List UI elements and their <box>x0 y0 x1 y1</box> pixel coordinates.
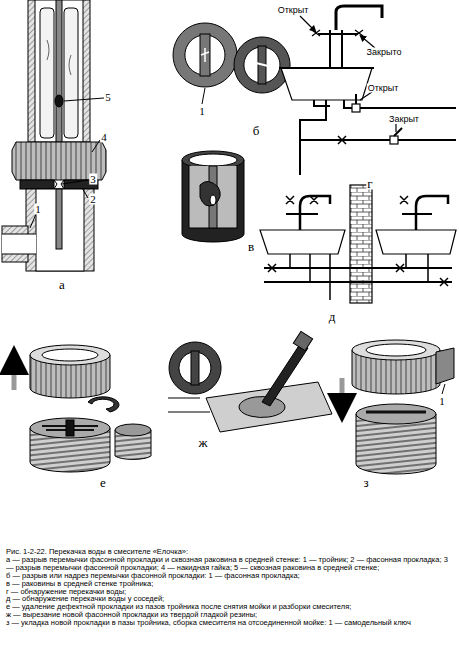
caption-item: в — раковины в средней стенке тройника; <box>6 580 452 588</box>
caption-item: ж — вырезание новой фасонной прокладки и… <box>6 611 452 619</box>
panel-letter: ж <box>198 436 209 449</box>
panel-letter: е <box>99 476 107 489</box>
panel-letter: б <box>252 124 261 137</box>
valve-state: Открыт <box>367 84 400 93</box>
tee-section <box>2 0 106 271</box>
caption-item: д — обнаружение перекачки воды у соседей… <box>6 595 452 603</box>
caption-item: а — разрыв перемычки фасонной прокладки … <box>6 556 452 572</box>
valve-state: Закрыт <box>388 115 420 124</box>
panel-letter: г <box>366 177 373 190</box>
caption-item: г — обнаружение перекачки воды; <box>6 588 452 596</box>
caption-item: з — укладка новой прокладки в пазы тройн… <box>6 619 452 627</box>
panel-letter: в <box>247 240 255 253</box>
gasket-removal <box>14 345 151 472</box>
neighbours-check <box>260 185 456 303</box>
panel-letter: а <box>58 278 66 291</box>
tee-cutaway <box>182 151 244 242</box>
assembly <box>342 340 454 474</box>
callout-number: 1 <box>438 396 446 407</box>
panel-letter: з <box>362 476 369 489</box>
callout-number: 4 <box>100 132 108 143</box>
callout-number: 2 <box>89 194 97 205</box>
panel-letter: д <box>328 310 337 323</box>
callout-number: 5 <box>104 92 112 103</box>
caption-block: Рис. 1-2-22. Перекачка воды в смесителе … <box>6 548 452 627</box>
callout-number: 1 <box>198 106 206 117</box>
shaped-gaskets <box>173 23 290 104</box>
valve-state: Закрыто <box>366 48 403 57</box>
callout-number: 1 <box>34 204 42 215</box>
valve-state: Открыт <box>277 6 310 15</box>
figure-caption: Рис. 1-2-22. Перекачка воды в смесителе … <box>6 548 452 556</box>
gasket-cutting <box>168 331 332 432</box>
sink-check <box>279 6 456 175</box>
caption-item: е — удаление дефектной прокладки из пазо… <box>6 603 452 611</box>
caption-item: б — разрыв или надрез перемычки фасонной… <box>6 572 452 580</box>
callout-number: 3 <box>89 174 97 185</box>
